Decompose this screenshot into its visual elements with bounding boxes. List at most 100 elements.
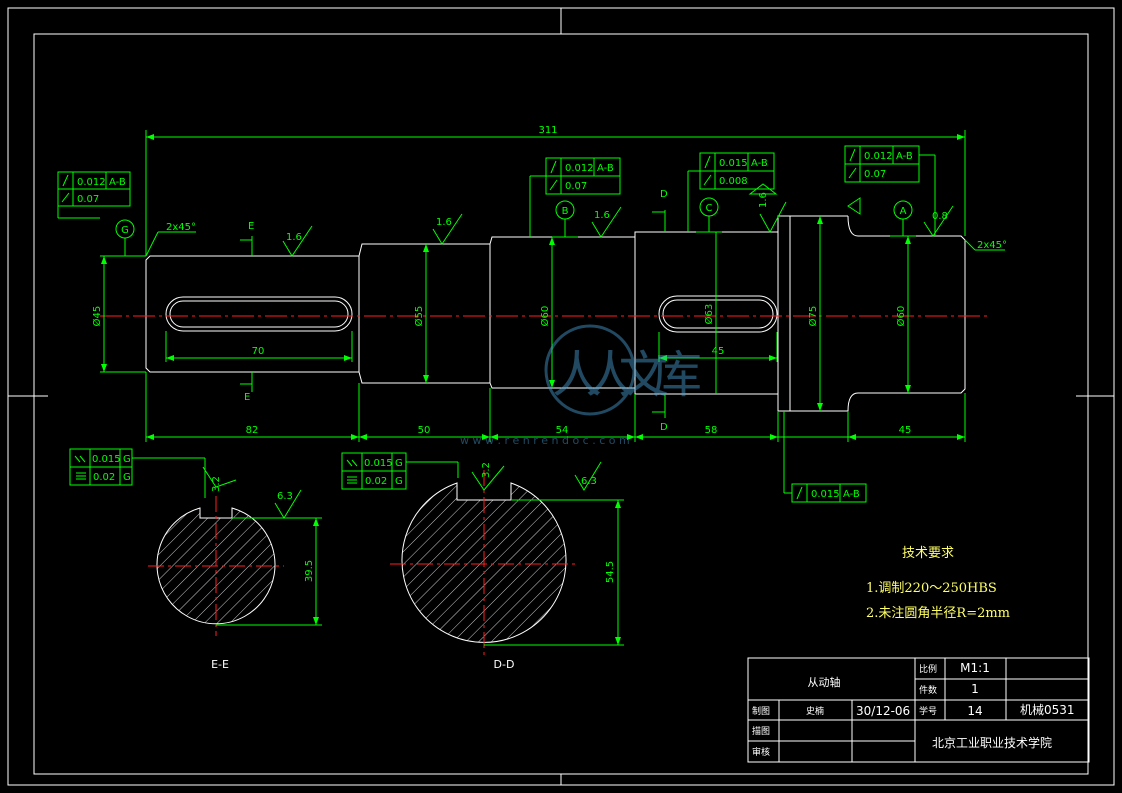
datum-a-triangle (847, 197, 861, 215)
fcf-dd-par: 0.015 (364, 458, 393, 469)
dim-d4: Ø63 (703, 304, 715, 325)
rough-7: 6.3 (581, 476, 597, 487)
fcf-b-cyl: 0.07 (565, 181, 587, 192)
dim-d5: Ø75 (807, 306, 819, 327)
watermark-logo: 人人文库 w w w . r e n r e n d o c . c o m (460, 324, 702, 447)
rough-ee-key: 3.2 (211, 476, 222, 492)
fcf-left-cyl: 0.07 (77, 194, 99, 205)
datum-c: C (706, 203, 713, 214)
fcf-c-runout: 0.015 (719, 158, 748, 169)
scale-value: M1:1 (960, 661, 990, 675)
fcf-ee-ref2: G (123, 472, 131, 483)
section-cut-marks (240, 210, 666, 418)
title-block (747, 657, 1090, 763)
keyway-right-inner (662, 299, 774, 329)
dim-l2: 50 (418, 425, 431, 436)
fcf-a-cyl: 0.07 (864, 169, 886, 180)
drawing-no: 机械0531 (1020, 702, 1075, 717)
datum-g: G (121, 225, 129, 236)
school: 北京工业职业技术学院 (932, 735, 1052, 750)
draw-label: 制图 (752, 705, 770, 717)
keyway-right (658, 295, 778, 333)
fcf-c-cyl: 0.008 (719, 176, 748, 187)
fcf-left-ref: A-B (109, 177, 126, 188)
fcf-dd-ref1: G (395, 458, 403, 469)
drawer: 史楠 (806, 705, 824, 717)
dim-d2: Ø55 (413, 306, 425, 327)
part-name: 从动轴 (808, 675, 841, 689)
check-label: 描图 (752, 725, 770, 737)
rough-3: 1.6 (594, 210, 610, 221)
dim-key2: 45 (712, 346, 725, 357)
rough-dd-key: 3.2 (481, 462, 492, 478)
dim-chamfer-left: 2x45° (166, 222, 196, 233)
dim-ee-depth: 39.5 (304, 560, 315, 582)
watermark-url: w w w . r e n r e n d o c . c o m (460, 434, 630, 447)
section-ee-view (148, 496, 284, 636)
datum-markers (112, 197, 916, 257)
section-e-bottom: E (244, 392, 250, 403)
dim-d3: Ø60 (539, 306, 551, 327)
dim-d1: Ø45 (91, 306, 103, 327)
seq-label: 学号 (919, 705, 937, 717)
shaft-outline (145, 215, 966, 412)
section-d-bottom: D (660, 422, 668, 433)
tech-item-2: 2.未注圆角半径R=2mm (866, 606, 1010, 621)
datum-a: A (900, 206, 907, 217)
fcf-ee-ref1: G (123, 454, 131, 465)
fcf-bottom-runout: 0.015 (811, 489, 840, 500)
dimension-lines (100, 130, 1005, 442)
dim-l4: 58 (705, 425, 718, 436)
section-ee-dims (202, 466, 322, 626)
tech-item-1: 1.调制220～250HBS (866, 581, 997, 596)
fcf-bottom-ref: A-B (843, 489, 860, 500)
rough-6: 6.3 (277, 491, 293, 502)
section-dd-dims (471, 465, 624, 646)
dim-l3: 54 (556, 425, 569, 436)
fcf-a-runout: 0.012 (864, 151, 893, 162)
keyway-left-inner (169, 300, 349, 328)
section-dd-arrows (615, 500, 621, 645)
fcf-b-runout: 0.012 (565, 163, 594, 174)
dim-overall: 311 (538, 125, 557, 136)
fcf-ee-sym: 0.02 (93, 472, 115, 483)
fcf-dd-ref2: G (395, 476, 403, 487)
dim-l5: 45 (899, 425, 912, 436)
date: 30/12-06 (856, 704, 910, 718)
dimension-arrows (101, 134, 965, 440)
dim-key1: 70 (252, 346, 265, 357)
dim-chamfer-right: 2x45° (977, 240, 1007, 251)
fcf-b-ref: A-B (597, 163, 614, 174)
centering-marks (8, 8, 1114, 785)
dim-l1: 82 (246, 425, 259, 436)
fcf-dd-sym: 0.02 (365, 476, 387, 487)
rough-5: 0.8 (932, 211, 948, 222)
seq-value: 14 (967, 704, 982, 718)
section-dd-label: D-D (494, 658, 515, 671)
review-label: 审核 (752, 746, 770, 758)
watermark-text: 人人文库 (552, 346, 702, 404)
rough-4: 1.6 (758, 192, 769, 208)
section-d-top: D (660, 189, 668, 200)
tolerance-frames (57, 145, 936, 503)
tech-title: 技术要求 (902, 546, 954, 561)
section-ee-arrows (313, 518, 319, 625)
fcf-c-ref: A-B (751, 158, 768, 169)
datum-c-triangle (748, 183, 778, 195)
qty-value: 1 (971, 682, 979, 696)
qty-label: 件数 (919, 684, 937, 696)
section-e-top: E (248, 221, 254, 232)
scale-label: 比例 (919, 663, 937, 675)
keyway-left (165, 296, 353, 332)
section-dd-view (390, 470, 576, 656)
datum-b: B (562, 206, 569, 217)
fcf-ee-par: 0.015 (92, 454, 121, 465)
rough-1: 1.6 (286, 232, 302, 243)
rough-2: 1.6 (436, 217, 452, 228)
dim-d6: Ø60 (895, 306, 907, 327)
section-ee-label: E-E (211, 658, 229, 671)
fcf-a-ref: A-B (896, 151, 913, 162)
dim-dd-depth: 54.5 (605, 561, 616, 583)
fcf-left-runout: 0.012 (77, 177, 106, 188)
